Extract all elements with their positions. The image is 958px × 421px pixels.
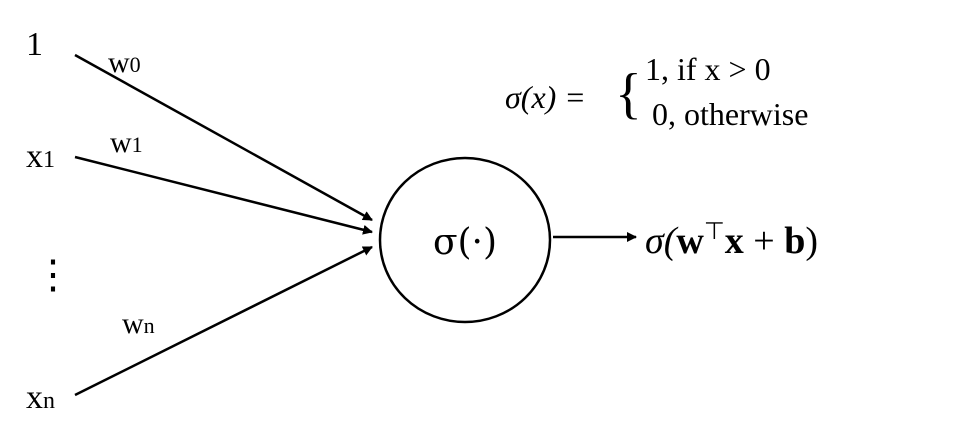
neuron-label: σ(·) bbox=[433, 222, 497, 263]
weight-wn: wn bbox=[122, 307, 155, 340]
weight-w1: w1 bbox=[110, 126, 143, 159]
activation-definition: σ(x) = { 1, if x > 0 0, otherwise bbox=[505, 51, 808, 132]
weight-w0: w0 bbox=[108, 46, 141, 79]
input-bias: 1 bbox=[26, 26, 43, 63]
ellipsis: ⋮ bbox=[33, 252, 73, 297]
brace: { bbox=[615, 63, 642, 125]
activation-lhs: σ(x) = bbox=[505, 79, 586, 115]
activation-case-2: 0, otherwise bbox=[652, 96, 808, 132]
neuron-node bbox=[378, 156, 552, 324]
edge-w1 bbox=[74, 155, 373, 235]
activation-case-1: 1, if x > 0 bbox=[645, 51, 771, 87]
edge-wn bbox=[74, 245, 373, 397]
output-expression: σ(w⊤x + b) bbox=[645, 219, 818, 262]
edge-w0 bbox=[74, 53, 373, 222]
input-x1: x1 bbox=[26, 138, 55, 175]
input-xn: xn bbox=[26, 379, 55, 416]
